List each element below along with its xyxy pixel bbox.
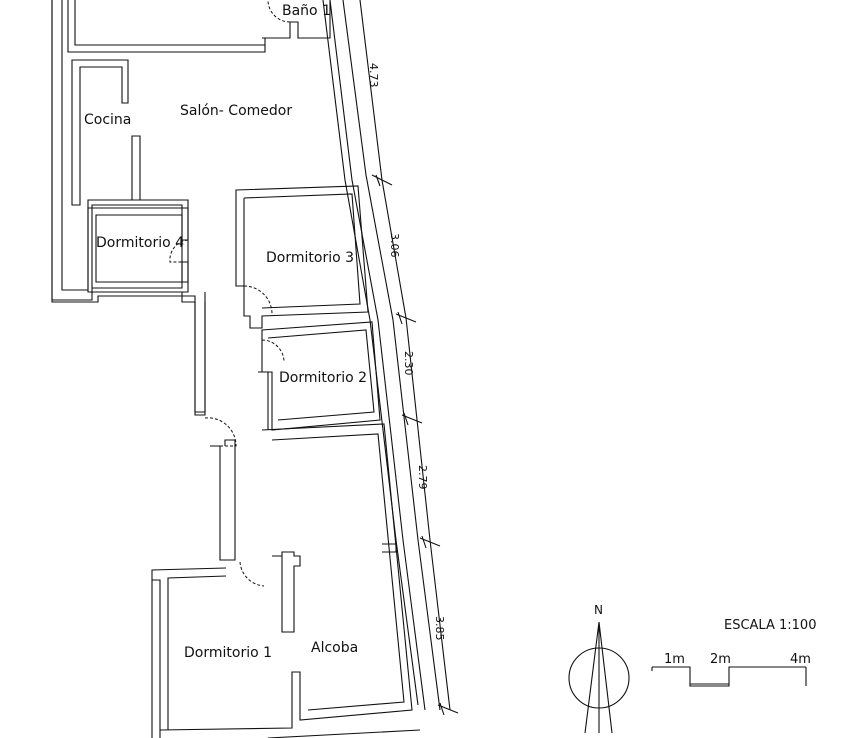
wall-cocina-divider [131, 135, 141, 201]
wall-right-inner2 [322, 0, 419, 706]
room-label-cocina: Cocina [84, 112, 131, 128]
dimension-2-30: 2.30 [402, 351, 415, 376]
scale-tick-1m: 1m [664, 652, 685, 667]
wall-alcoba-divider [281, 551, 301, 633]
wall-corridor-lower [210, 439, 236, 561]
room-label-salon-comedor: Salón- Comedor [180, 103, 292, 119]
wall-right-outer [342, 0, 441, 711]
scale-title: ESCALA 1:100 [724, 618, 816, 633]
door-bano1 [267, 0, 291, 23]
wall-salon-top-inner [74, 0, 265, 46]
north-label: N [594, 603, 603, 617]
door-dormitorio2 [261, 339, 285, 363]
scale-legend: ESCALA 1:100 1m 2m 4m [651, 618, 816, 687]
wall-dormitorio3-inner [243, 193, 361, 309]
dimension-4-73: 4.73 [367, 63, 380, 88]
wall-bano1 [290, 0, 331, 39]
wall-dormitorio3 [235, 185, 369, 329]
wall-alcoba-inner [167, 433, 405, 730]
north-compass: N [568, 603, 630, 734]
door-dormitorio1 [239, 561, 265, 587]
room-label-bano1: Baño 1 [282, 3, 331, 19]
wall-alcoba-stub [272, 543, 397, 557]
wall-dormitorio2-inner [267, 329, 375, 421]
wall-dormitorio2-left [258, 371, 269, 430]
door-corridor [204, 417, 237, 447]
room-label-dormitorio3: Dormitorio 3 [266, 250, 354, 266]
wall-corridor-left [181, 292, 206, 416]
room-label-dormitorio2: Dormitorio 2 [279, 370, 367, 386]
wall-alcoba [151, 423, 413, 731]
wall-bottom [151, 580, 421, 738]
dimension-ticks [371, 174, 459, 716]
room-label-alcoba: Alcoba [311, 640, 358, 656]
compass-needle [584, 621, 613, 734]
scale-bar [651, 666, 807, 687]
door-dormitorio3 [243, 285, 273, 315]
room-label-dormitorio4: Dormitorio 4 [96, 235, 184, 251]
wall-cocina [71, 59, 129, 206]
wall-bano1-lower [265, 22, 291, 39]
door-dormitorio4 [169, 239, 189, 263]
dimension-3-06: 3.06 [388, 233, 401, 258]
scale-tick-2m: 2m [710, 652, 731, 667]
wall-salon-top [67, 0, 266, 53]
wall-right-inner [329, 0, 426, 711]
room-label-dormitorio1: Dormitorio 1 [184, 645, 272, 661]
scale-tick-4m: 4m [790, 652, 811, 667]
dimension-3-85: 3.85 [433, 616, 446, 641]
dimension-2-79: 2.79 [416, 465, 429, 490]
